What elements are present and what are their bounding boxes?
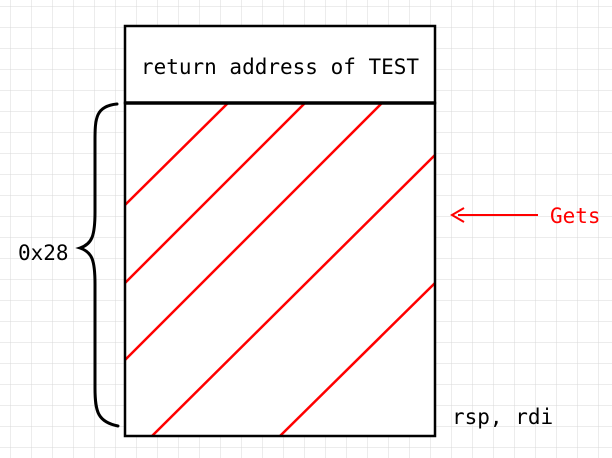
- size-label: 0x28: [18, 241, 69, 265]
- hatch-line: [125, 103, 383, 361]
- buffer-box: [125, 103, 435, 436]
- gets-label: Gets: [550, 204, 601, 228]
- hatch-line: [125, 103, 229, 206]
- curly-brace-left-icon: [75, 102, 120, 428]
- return-address-box: [123, 24, 437, 105]
- hatch-line: [151, 154, 435, 436]
- hatch-line: [125, 103, 306, 284]
- stack-pointer-label: rsp, rdi: [452, 405, 553, 429]
- hatch-line: [279, 282, 435, 436]
- return-address-label: return address of TEST: [141, 55, 420, 79]
- buffer-hatching: [125, 103, 435, 436]
- arrow-head: [450, 207, 465, 223]
